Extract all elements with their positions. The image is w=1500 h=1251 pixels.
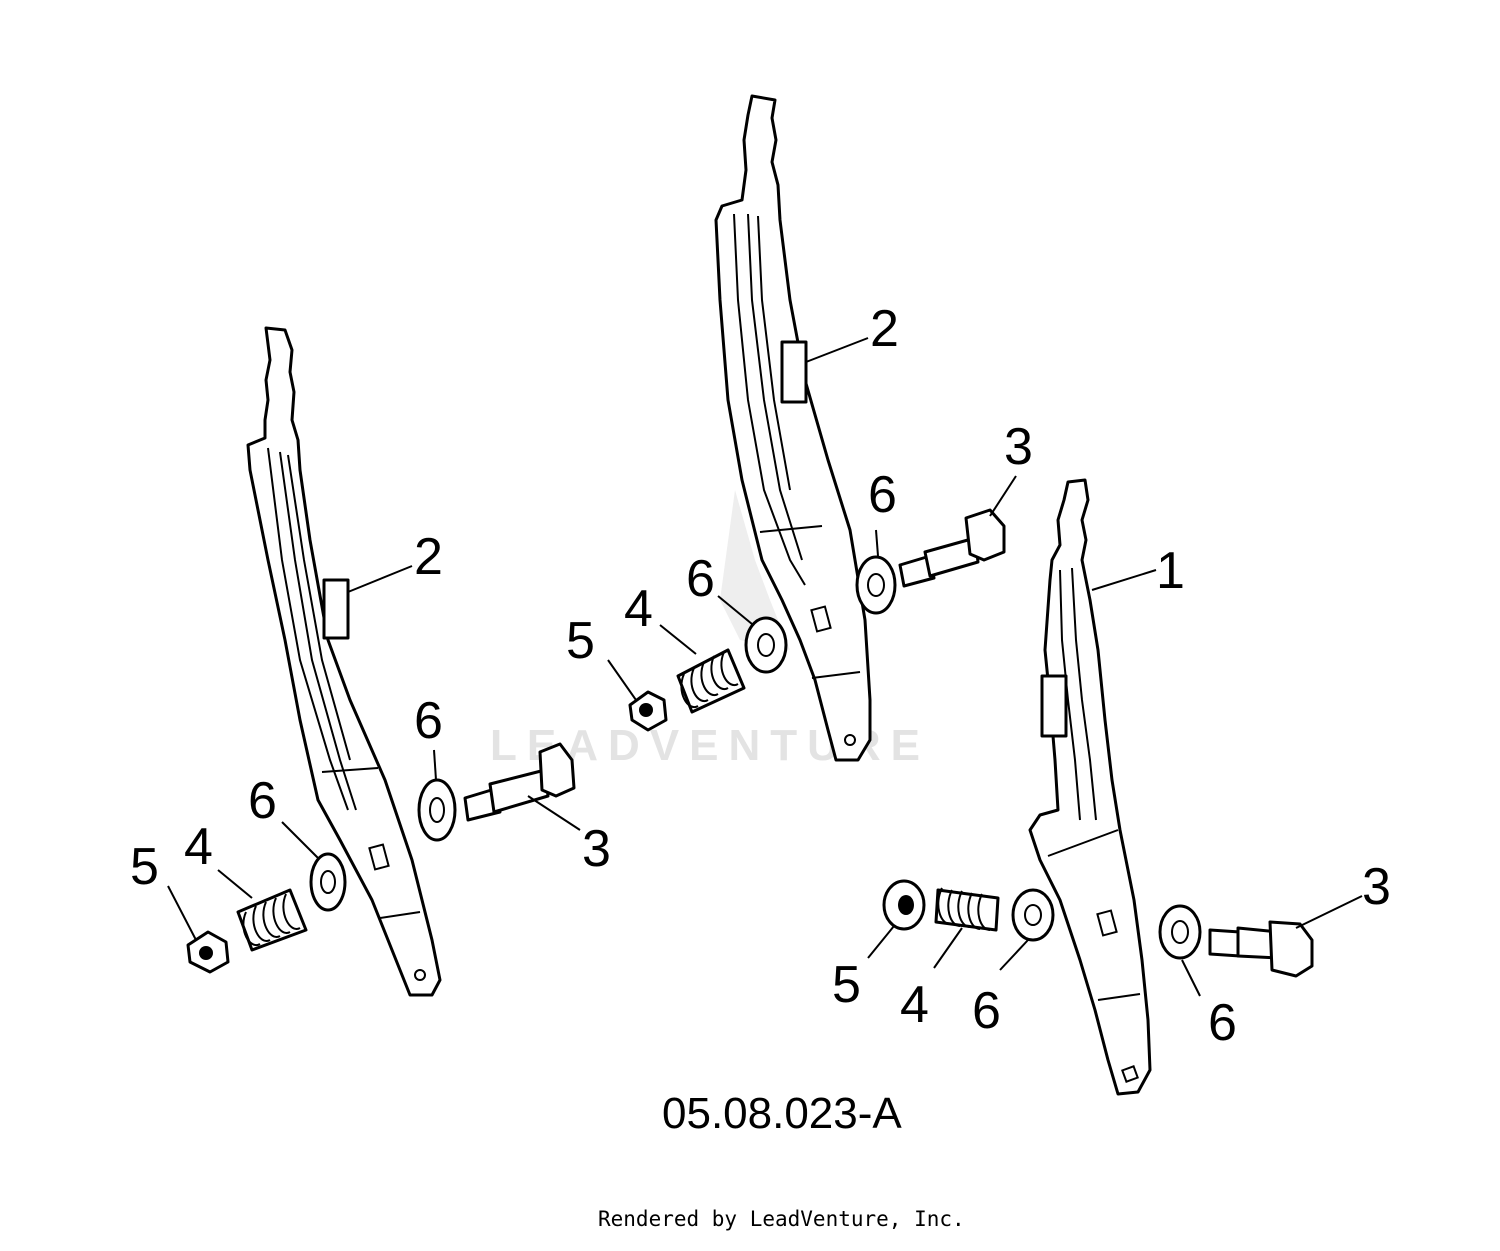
- washer-right-a: [1011, 888, 1055, 942]
- watermark-logo-icon: [720, 490, 790, 650]
- lever-middle: [714, 94, 872, 762]
- spring-left: [236, 888, 308, 952]
- leader-mid-6a: [875, 529, 879, 557]
- callout-left-6b: 6: [248, 772, 277, 830]
- callout-mid-6b: 6: [686, 550, 715, 608]
- callout-mid-6a: 6: [868, 466, 897, 524]
- washer-middle-b: [744, 616, 788, 674]
- callout-right-6a: 6: [972, 982, 1001, 1040]
- bolt-middle: [898, 508, 1006, 588]
- middle-assembly: [607, 94, 1017, 762]
- leader-left-4: [217, 869, 253, 899]
- nut-middle: [628, 690, 668, 732]
- lever-middle-pin-hole: [844, 734, 856, 746]
- washer-middle-a: [855, 555, 897, 615]
- nut-right: [882, 879, 926, 931]
- lever-left-tab: [322, 578, 350, 640]
- callout-left-5: 5: [130, 838, 159, 896]
- washer-right-b: [1158, 904, 1202, 960]
- callout-right-4: 4: [900, 976, 929, 1034]
- lever-middle-tab: [780, 340, 808, 404]
- callout-right-3: 3: [1362, 858, 1391, 916]
- leader-mid-3: [989, 475, 1017, 517]
- leader-mid-6b: [717, 595, 753, 625]
- callout-left-2: 2: [414, 528, 443, 586]
- lever-right-rail-outer: [1059, 569, 1081, 821]
- leader-mid-5: [607, 659, 637, 701]
- lever-left: [246, 326, 442, 997]
- callout-mid-4: 4: [624, 580, 653, 638]
- lever-left-rail-outer: [267, 447, 349, 811]
- nut-left: [186, 930, 230, 974]
- leader-right-4: [933, 927, 963, 969]
- lever-middle-bend-line-2: [811, 671, 861, 679]
- callout-left-4: 4: [184, 818, 213, 876]
- leader-right-6b: [1181, 959, 1201, 997]
- callout-left-6a: 6: [414, 692, 443, 750]
- callout-mid-5: 5: [566, 612, 595, 670]
- leader-left-6b: [281, 821, 319, 859]
- lever-left-bend-line-2: [379, 911, 421, 919]
- lever-left-slot-hole: [368, 843, 390, 871]
- leader-right-6a: [999, 939, 1029, 971]
- lever-right-slot-hole: [1096, 909, 1118, 937]
- lever-right-bend-line-2: [1097, 993, 1141, 1001]
- figure-id: 05.08.023-A: [662, 1089, 902, 1138]
- lever-left-rail-slot: [287, 454, 351, 761]
- render-credit: Rendered by LeadVenture, Inc.: [598, 1207, 965, 1231]
- callout-right-5: 5: [832, 956, 861, 1014]
- callout-right-6b: 6: [1208, 994, 1237, 1052]
- callout-labels: 2 6 3 6 4 5 2 3 6 6 4 5 1 3 5 4 6 6: [130, 300, 1391, 1052]
- bolt-right: [1208, 920, 1314, 978]
- lever-left-bend-line: [321, 767, 379, 773]
- spring-middle: [676, 648, 746, 714]
- lever-middle-rail-slot: [757, 215, 791, 491]
- leader-mid-2: [805, 337, 869, 363]
- leader-mid-4: [659, 624, 697, 655]
- lever-right-tab: [1040, 674, 1068, 738]
- callout-mid-3: 3: [1004, 418, 1033, 476]
- lever-right-pin-hole: [1121, 1065, 1139, 1083]
- leader-right-5: [867, 925, 895, 959]
- leader-right-3: [1295, 895, 1363, 929]
- leader-left-2: [347, 565, 413, 593]
- lever-right: [1028, 478, 1152, 1096]
- leader-left-6a: [433, 749, 437, 781]
- lever-left-pin-hole: [414, 969, 426, 981]
- leader-left-5: [167, 885, 197, 941]
- left-assembly: [167, 326, 581, 997]
- lever-left-rail-inner: [279, 451, 357, 811]
- lever-right-rail-inner: [1071, 567, 1097, 821]
- lever-right-bend-line: [1047, 829, 1119, 857]
- callout-mid-2: 2: [870, 300, 899, 358]
- callout-right-1: 1: [1156, 542, 1185, 600]
- callout-left-3: 3: [582, 820, 611, 878]
- lever-middle-rail-outer: [733, 213, 806, 586]
- lever-middle-rail-inner: [747, 213, 803, 561]
- washer-left-b: [309, 852, 347, 912]
- leader-right-1: [1091, 569, 1157, 591]
- lever-middle-bend-line: [759, 525, 823, 533]
- lever-middle-slot-hole: [810, 605, 832, 633]
- washer-left-a: [417, 778, 457, 842]
- bolt-left: [463, 742, 576, 822]
- spring-right: [934, 887, 1000, 932]
- leader-left-3: [527, 795, 581, 831]
- right-assembly: [867, 478, 1363, 1096]
